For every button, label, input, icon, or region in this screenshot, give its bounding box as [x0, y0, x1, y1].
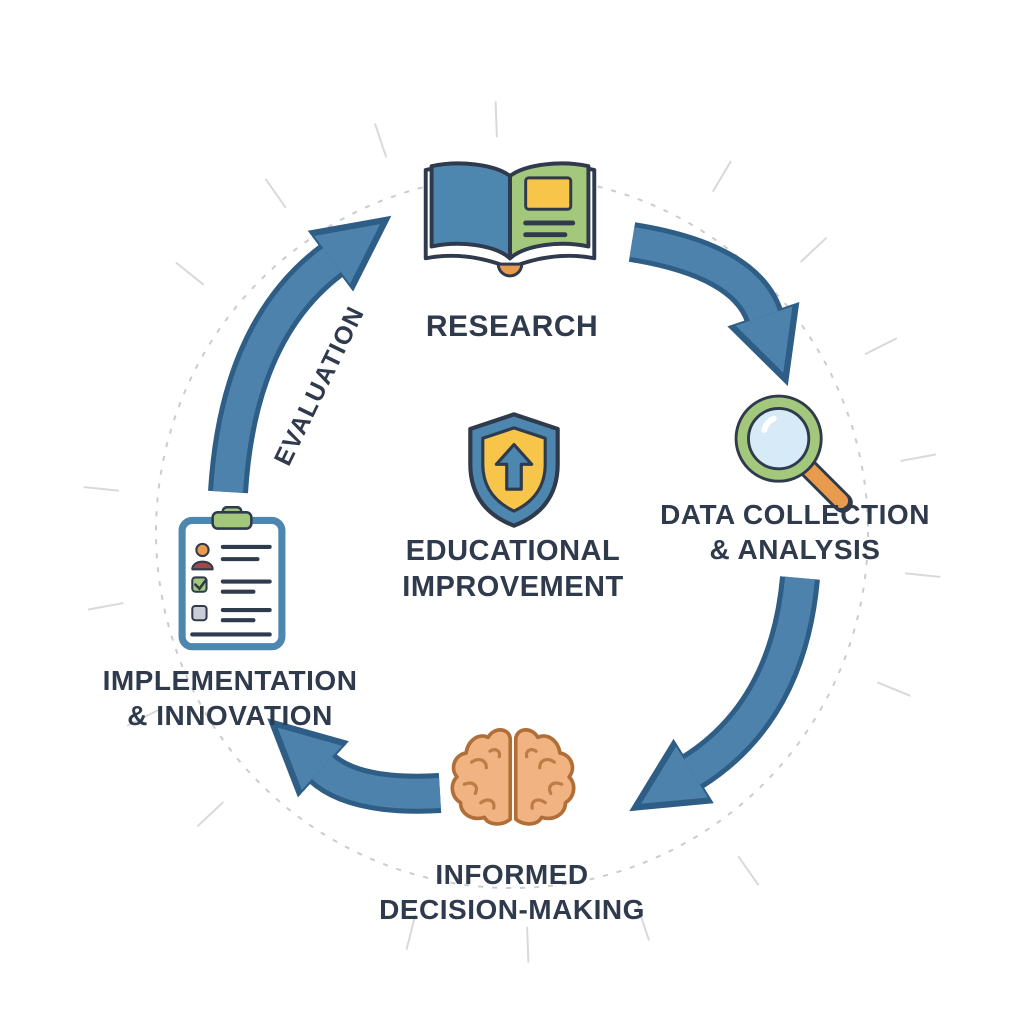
- book-text-lines: [523, 220, 576, 238]
- brain-left-hemisphere: [450, 728, 513, 826]
- label-line: INFORMED: [435, 859, 589, 890]
- tick-mark: [83, 486, 120, 492]
- up-arrow: [494, 442, 534, 491]
- label-line: DATA COLLECTION: [660, 499, 930, 530]
- tick-mark: [900, 453, 936, 462]
- book-left-cover: [429, 161, 512, 261]
- clipboard-clip: [211, 511, 253, 530]
- arrow-evaluation-implementation-to-research: [208, 215, 392, 494]
- label-line: & INNOVATION: [127, 699, 333, 731]
- label-line: IMPLEMENTATION: [102, 665, 358, 696]
- label-line: & ANALYSIS: [709, 533, 881, 565]
- magnifier-lens: [748, 408, 810, 470]
- person-body: [191, 560, 214, 571]
- list-lines-3: [220, 608, 272, 623]
- checkbox-checked: [191, 576, 208, 593]
- implementation-label: IMPLEMENTATION & INNOVATION: [55, 664, 405, 733]
- tick-mark: [88, 602, 124, 611]
- informed-decision-label: INFORMED DECISION-MAKING: [352, 858, 672, 927]
- check-mark: [194, 579, 207, 591]
- arrow-research-to-data-collection: [628, 222, 800, 387]
- list-lines-1: [220, 544, 272, 562]
- shield-up-arrow-icon: [468, 412, 560, 528]
- magnifying-glass-icon: [734, 394, 853, 513]
- tick-mark: [494, 101, 498, 138]
- tick-mark: [637, 906, 650, 941]
- label-line: RESEARCH: [425, 310, 599, 343]
- magnifier-handle: [801, 461, 849, 509]
- tick-mark: [405, 914, 416, 950]
- list-lines-2: [220, 579, 272, 594]
- magnifier-rim: [736, 396, 821, 481]
- book-bottom-tab: [496, 262, 524, 278]
- magnifier-rim-inner-line: [747, 407, 811, 471]
- magnifier-rim-outer-line: [734, 394, 823, 483]
- dashed-cycle-circle: [155, 175, 869, 889]
- tick-mark: [864, 337, 898, 355]
- data-collection-label: DATA COLLECTION & ANALYSIS: [635, 498, 955, 567]
- label-line: DECISION-MAKING: [379, 893, 645, 925]
- research-label: RESEARCH: [362, 308, 662, 345]
- tick-mark: [904, 572, 941, 578]
- tick-mark: [877, 681, 911, 697]
- person-head: [195, 542, 210, 558]
- arrow-data-collection-to-decision: [629, 576, 820, 812]
- clipboard-checklist-icon: [178, 506, 286, 651]
- tick-mark: [374, 123, 387, 158]
- tick-mark: [737, 855, 760, 886]
- tick-mark: [712, 160, 732, 192]
- arrow-decision-to-implementation: [267, 718, 442, 814]
- tick-mark: [126, 709, 160, 727]
- center-label: EDUCATIONAL IMPROVEMENT: [362, 534, 664, 606]
- tick-mark: [526, 926, 530, 963]
- label-line: EDUCATIONAL: [405, 535, 621, 567]
- checkbox-empty: [191, 604, 208, 622]
- book-picture-block: [524, 176, 573, 211]
- radial-tick-marks: [83, 101, 941, 963]
- tick-mark: [800, 237, 827, 263]
- lens-highlight: [761, 415, 777, 433]
- brain-icon: [450, 728, 576, 826]
- tick-mark: [175, 262, 205, 286]
- label-line: IMPROVEMENT: [402, 570, 624, 603]
- open-book-icon: [423, 161, 597, 278]
- brain-right-hemisphere: [513, 728, 576, 826]
- tick-mark: [264, 178, 287, 209]
- tick-mark: [197, 801, 224, 827]
